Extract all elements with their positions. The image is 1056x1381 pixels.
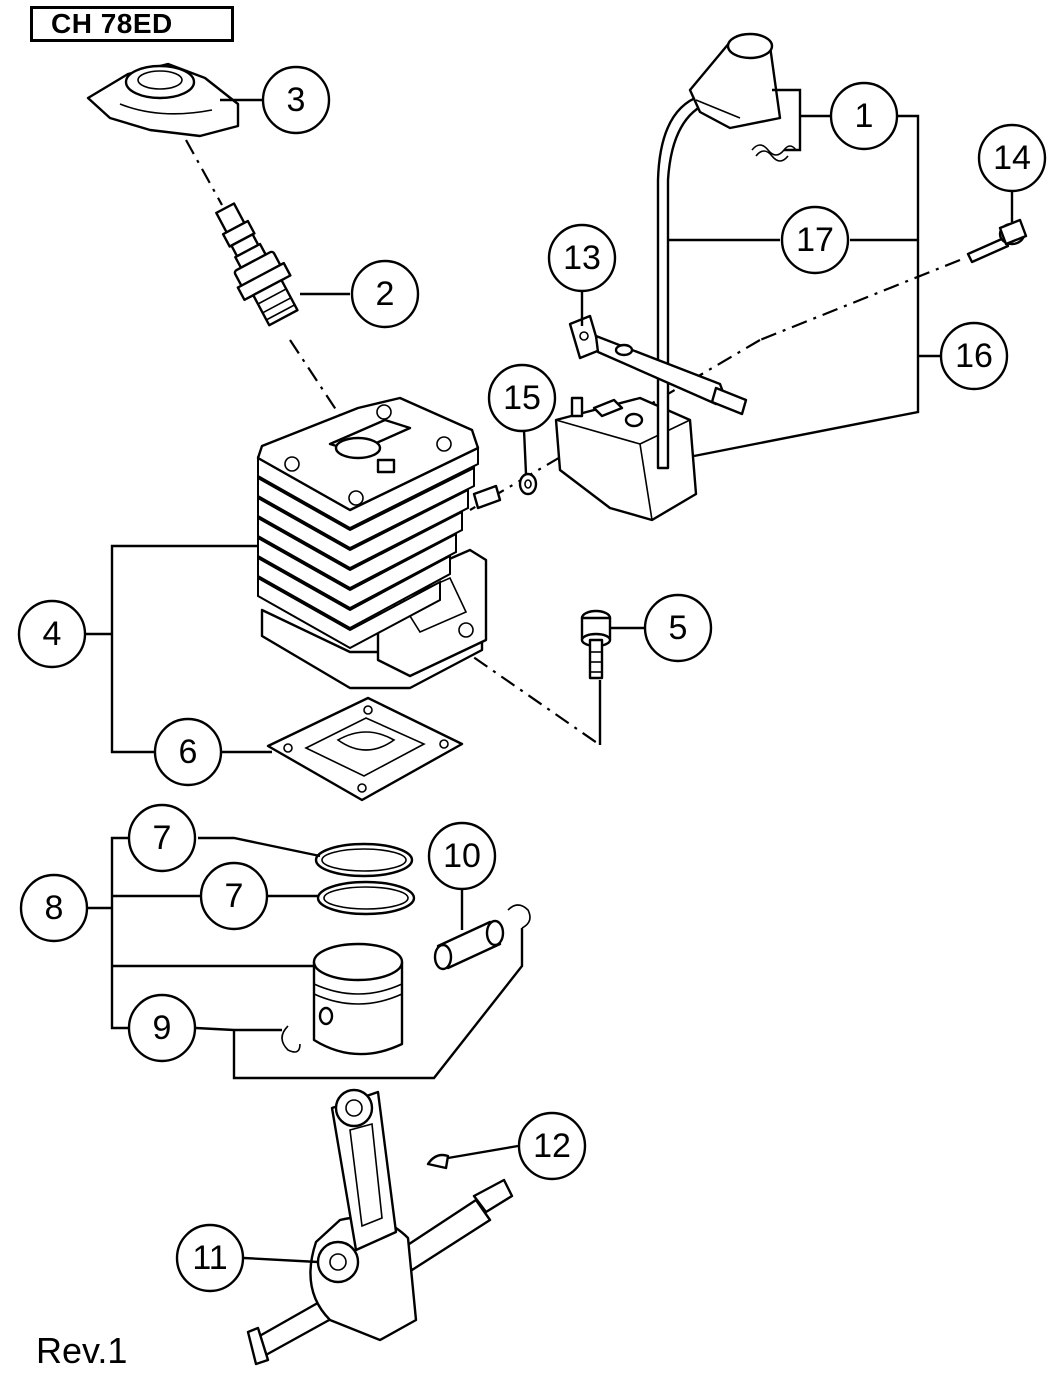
callout-1: 1 bbox=[829, 81, 899, 151]
high-tension-cord bbox=[656, 32, 797, 470]
callout-7-lower: 7 bbox=[199, 861, 269, 931]
circlips bbox=[232, 904, 531, 1080]
callout-8: 8 bbox=[19, 873, 89, 943]
callout-6: 6 bbox=[153, 717, 223, 787]
callout-11: 11 bbox=[175, 1223, 245, 1293]
svg-text:8: 8 bbox=[45, 889, 64, 927]
callout-5: 5 bbox=[643, 593, 713, 663]
revision-label: Rev.1 bbox=[36, 1330, 128, 1371]
spark-plug-cover bbox=[86, 62, 240, 138]
woodruff-key bbox=[426, 1153, 450, 1170]
callout-7-upper: 7 bbox=[127, 803, 197, 873]
piston bbox=[312, 942, 404, 1056]
ignition-coil bbox=[554, 396, 698, 522]
callout-3: 3 bbox=[261, 65, 331, 135]
callout-9: 9 bbox=[127, 993, 197, 1063]
model-label: CH 78ED bbox=[30, 6, 234, 42]
washer bbox=[518, 472, 538, 496]
svg-text:11: 11 bbox=[192, 1239, 227, 1277]
svg-text:10: 10 bbox=[443, 837, 481, 875]
svg-text:5: 5 bbox=[669, 609, 688, 647]
cylinder-gasket bbox=[266, 696, 464, 802]
svg-text:6: 6 bbox=[179, 733, 198, 771]
svg-text:3: 3 bbox=[287, 81, 306, 119]
svg-text:1: 1 bbox=[855, 97, 874, 135]
svg-text:2: 2 bbox=[376, 275, 395, 313]
svg-text:4: 4 bbox=[43, 615, 62, 653]
callout-14: 14 bbox=[977, 123, 1047, 193]
svg-text:7: 7 bbox=[225, 877, 244, 915]
svg-text:13: 13 bbox=[563, 239, 601, 277]
piston-pin bbox=[433, 919, 505, 971]
svg-text:14: 14 bbox=[993, 139, 1031, 177]
callout-17: 17 bbox=[780, 205, 850, 275]
callout-15: 15 bbox=[487, 363, 557, 433]
ground-terminal bbox=[568, 314, 748, 416]
callout-4: 4 bbox=[17, 599, 87, 669]
callout-16: 16 bbox=[939, 321, 1009, 391]
svg-text:9: 9 bbox=[153, 1009, 172, 1047]
svg-text:12: 12 bbox=[533, 1127, 571, 1165]
svg-text:17: 17 bbox=[796, 221, 834, 259]
leader-lines bbox=[86, 88, 1014, 1264]
svg-text:16: 16 bbox=[955, 337, 993, 375]
callout-12: 12 bbox=[517, 1111, 587, 1181]
spark-plug bbox=[215, 202, 299, 327]
coil-screw bbox=[966, 218, 1028, 264]
cylinder bbox=[256, 396, 502, 690]
callout-2: 2 bbox=[350, 259, 420, 329]
cylinder-bolt bbox=[580, 609, 612, 680]
svg-text:7: 7 bbox=[153, 819, 172, 857]
callout-13: 13 bbox=[547, 223, 617, 293]
callout-10: 10 bbox=[427, 821, 497, 891]
piston-rings bbox=[314, 842, 416, 916]
crankshaft bbox=[246, 1088, 514, 1366]
svg-text:15: 15 bbox=[503, 379, 541, 417]
